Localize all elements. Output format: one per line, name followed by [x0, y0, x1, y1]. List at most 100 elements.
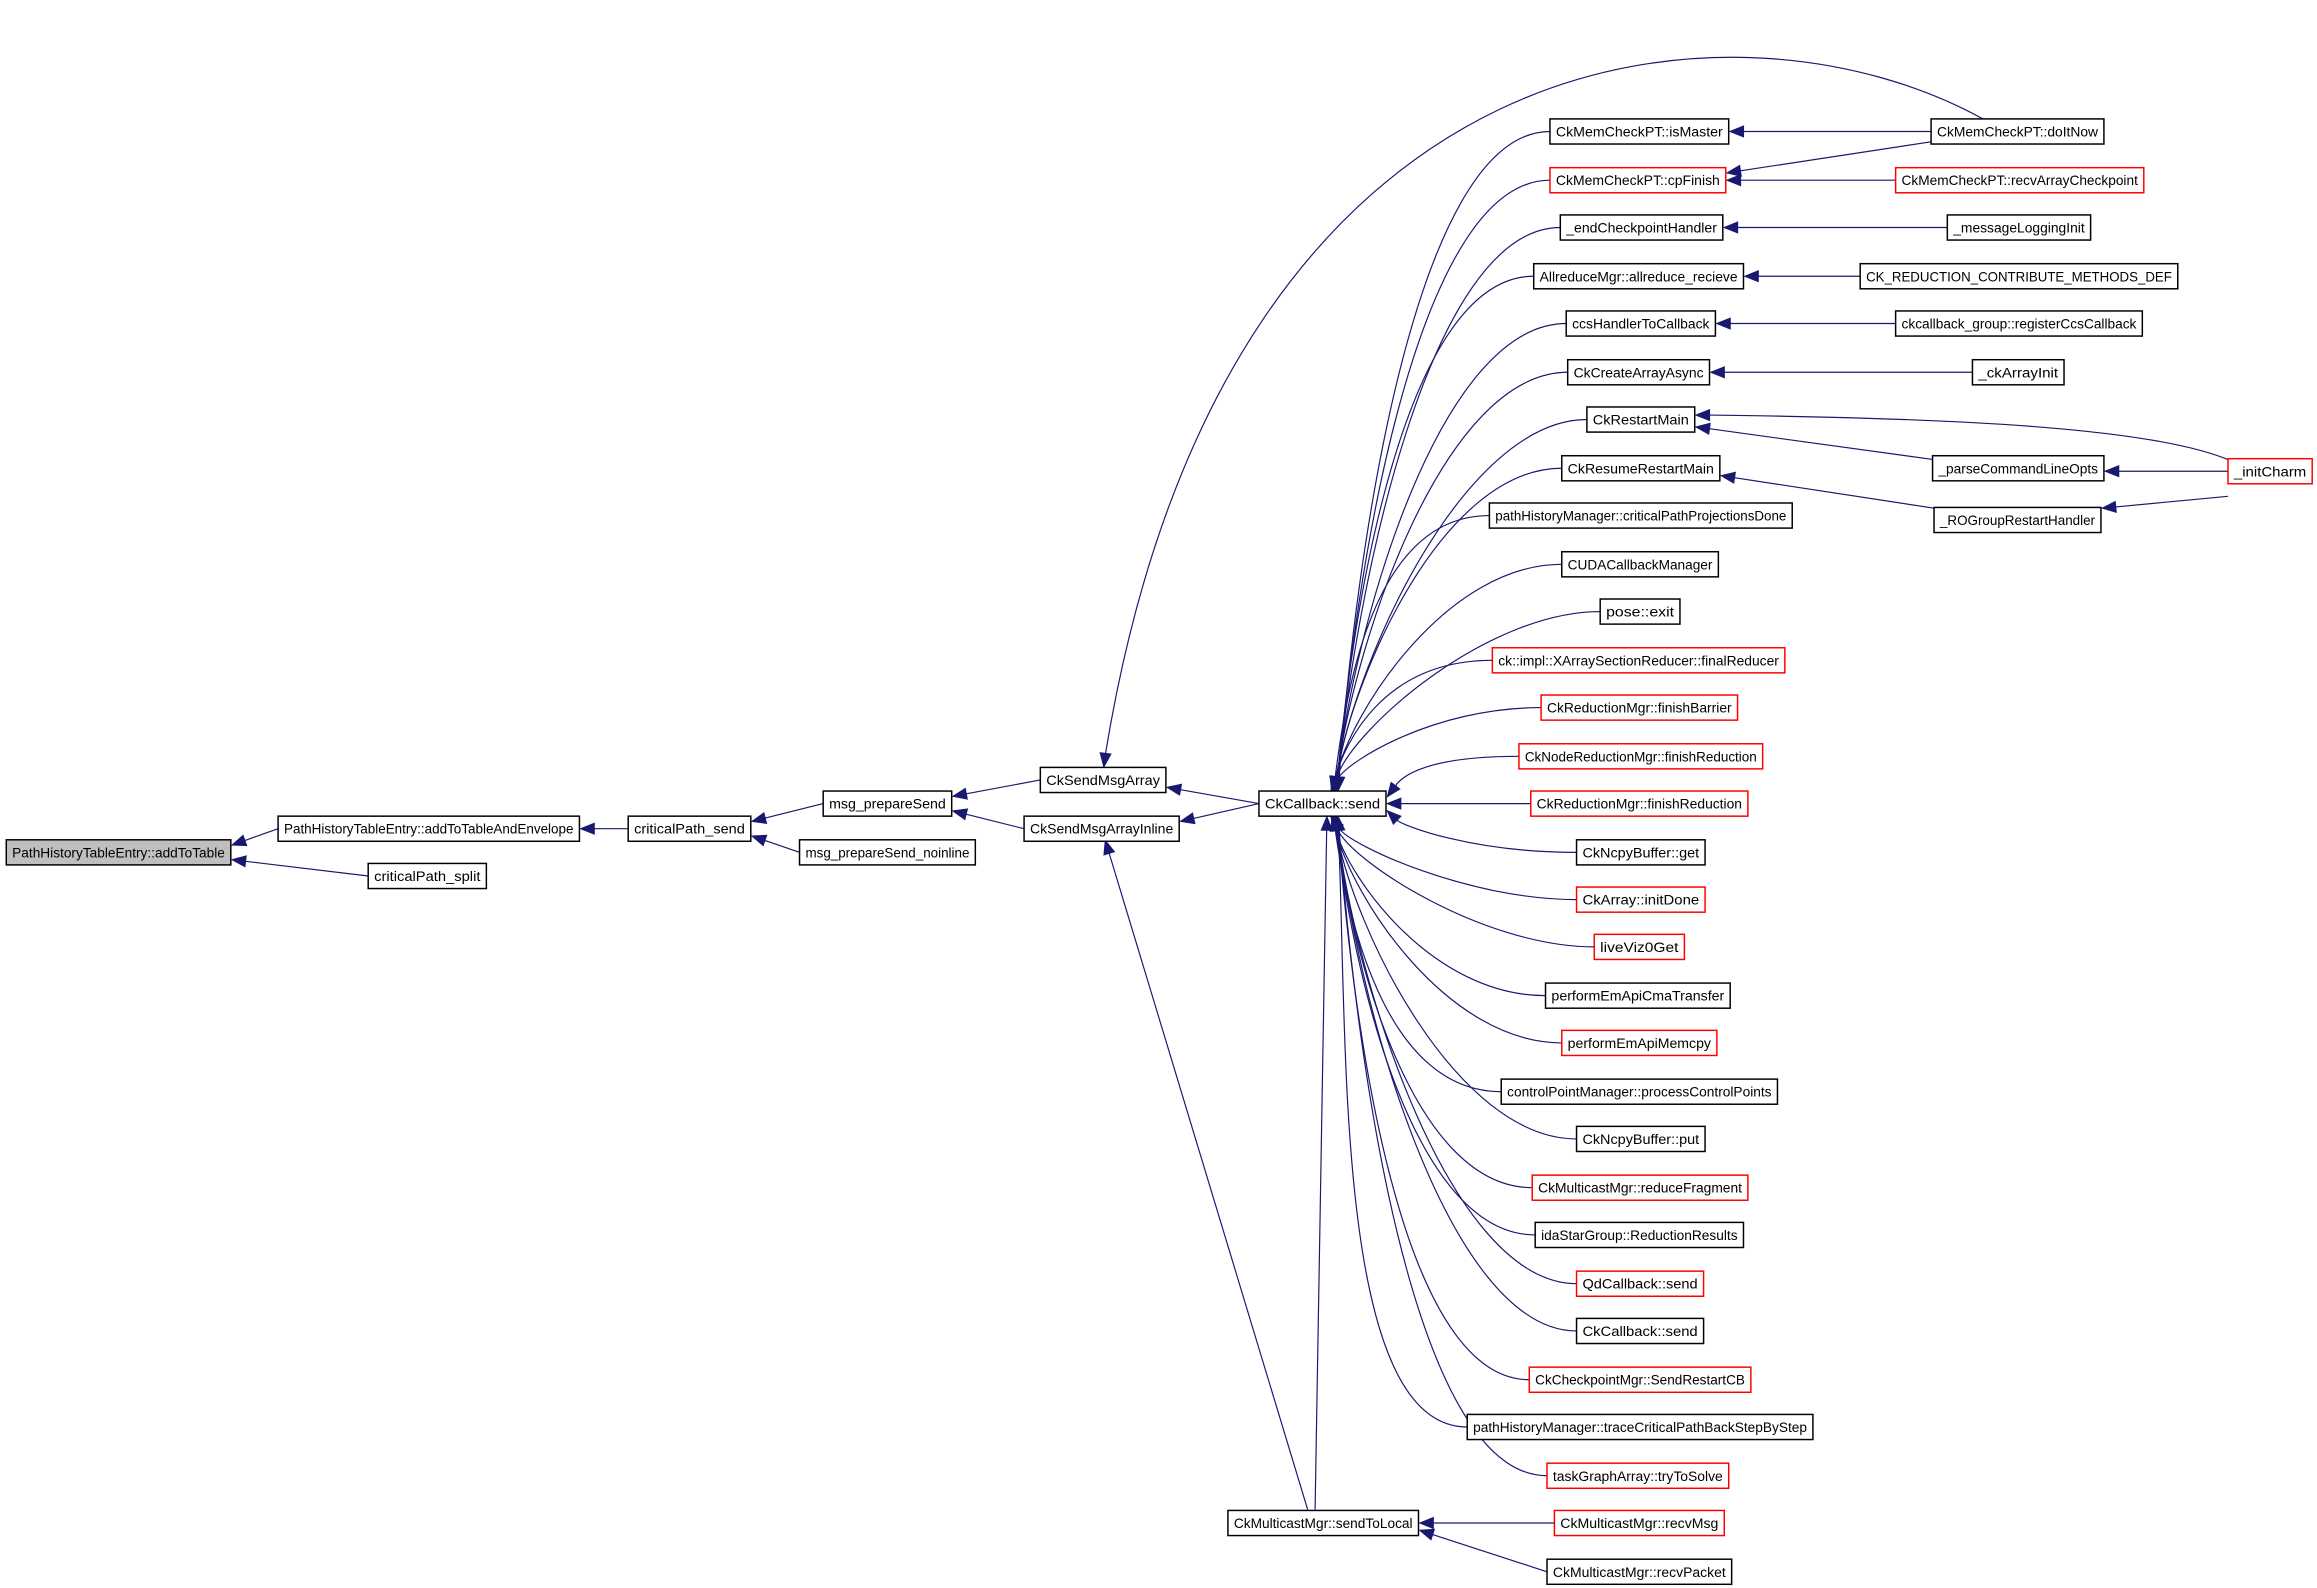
node-add-to-table[interactable]: PathHistoryTableEntry::addToTable — [5, 839, 232, 866]
node-finish-reduction[interactable]: CkReductionMgr::finishReduction — [1530, 790, 1749, 817]
node-critical-path-split[interactable]: criticalPath_split — [367, 862, 488, 890]
edge-do-it-now-to-is-master-arrowhead — [1728, 125, 1745, 138]
edge-msg-prepare-send-noinline-to-critical-path-send-arrowhead — [750, 834, 768, 847]
node-allreduce-recieve[interactable]: AllreduceMgr::allreduce_recieve — [1532, 262, 1745, 290]
node-msg-prepare-send[interactable]: msg_prepareSend — [822, 790, 953, 817]
edge-ccs-handler-to-callback-to-ck-callback-send — [1336, 322, 1567, 778]
edge-init-charm-to-parse-command-line-opts-arrowhead — [2103, 465, 2120, 478]
node-send-to-local[interactable]: CkMulticastMgr::sendToLocal — [1227, 1509, 1420, 1537]
node-label: CkNodeReductionMgr::finishReduction — [1525, 749, 1757, 765]
node-ccs-handler-to-callback[interactable]: ccsHandlerToCallback — [1565, 310, 1717, 337]
node-init-charm[interactable]: _initCharm — [2227, 457, 2313, 485]
node-ck-send-msg-array[interactable]: CkSendMsgArray — [1039, 766, 1167, 794]
node-ck-reduction[interactable]: CK_REDUCTION_CONTRIBUTE_METHODS_DEF — [1859, 262, 2179, 290]
node-cma-transfer[interactable]: performEmApiCmaTransfer — [1544, 982, 1731, 1009]
node-em-memcpy[interactable]: performEmApiMemcpy — [1561, 1029, 1718, 1057]
edge-cp-finish-to-ck-callback-send — [1338, 179, 1550, 778]
edge-ck-callback-send-to-ck-send-msg-array-inline — [1193, 803, 1260, 819]
node-box — [1931, 454, 2105, 482]
node-box — [1491, 647, 1786, 674]
edge-allreduce-recieve-to-ck-callback-send — [1337, 275, 1534, 778]
edge-recv-packet-to-send-to-local — [1432, 1533, 1548, 1573]
node-do-it-now[interactable]: CkMemCheckPT::doItNow — [1930, 118, 2105, 145]
node-box — [1549, 118, 1730, 145]
node-label: CkMemCheckPT::recvArrayCheckpoint — [1902, 173, 2138, 189]
node-msg-prepare-send-noinline[interactable]: msg_prepareSend_noinline — [798, 839, 977, 866]
node-label: ckcallback_group::registerCcsCallback — [1902, 317, 2138, 333]
node-cudacallback-manager[interactable]: CUDACallbackManager — [1561, 550, 1720, 578]
node-finish-barrier[interactable]: CkReductionMgr::finishBarrier — [1540, 694, 1739, 721]
node-ck-send-msg-array-inline[interactable]: CkSendMsgArrayInline — [1023, 815, 1180, 843]
node-label: CkReductionMgr::finishReduction — [1537, 797, 1742, 813]
node-end-checkpoint-handler[interactable]: _endCheckpointHandler — [1559, 214, 1724, 241]
node-ck-callback-send2[interactable]: CkCallback::send — [1575, 1317, 1705, 1345]
node-recv-array-checkpoint[interactable]: CkMemCheckPT::recvArrayCheckpoint — [1894, 166, 2145, 194]
edge-ck-send-msg-array-to-msg-prepare-send-arrowhead — [951, 787, 968, 800]
node-recv-packet[interactable]: CkMulticastMgr::recvPacket — [1546, 1558, 1733, 1586]
node-init-done[interactable]: CkArray::initDone — [1575, 886, 1706, 913]
node-critical-path-send[interactable]: criticalPath_send — [627, 815, 752, 843]
node-ck-create-array-async[interactable]: CkCreateArrayAsync — [1566, 358, 1711, 386]
node-box — [1565, 310, 1717, 337]
node-box — [1930, 118, 2105, 145]
node-box — [1859, 262, 2179, 290]
node-label: CkMemCheckPT::doItNow — [1937, 124, 2099, 140]
node-final-reducer[interactable]: ck::impl::XArraySectionReducer::finalRed… — [1491, 647, 1786, 674]
edge-msg-prepare-send-to-critical-path-send-arrowhead — [750, 811, 768, 824]
node-ck-restart-main[interactable]: CkRestartMain — [1586, 406, 1696, 433]
node-box — [1532, 262, 1745, 290]
edge-message-logging-init-to-end-checkpoint-handler-arrowhead — [1722, 221, 1739, 234]
node-cp-finish[interactable]: CkMemCheckPT::cpFinish — [1549, 166, 1727, 194]
node-ck-callback-send[interactable]: CkCallback::send — [1258, 790, 1387, 817]
node-label: CK_REDUCTION_CONTRIBUTE_METHODS_DEF — [1866, 269, 2172, 285]
node-label: idaStarGroup::ReductionResults — [1541, 1228, 1737, 1244]
edge-reduce-fragment-to-ck-callback-send — [1335, 830, 1533, 1189]
node-box — [1561, 550, 1720, 578]
node-reduction-results[interactable]: idaStarGroup::ReductionResults — [1534, 1221, 1745, 1249]
edge-init-charm-to-ck-restart-main — [1709, 414, 2232, 462]
node-process-control-points[interactable]: controlPointManager::processControlPoint… — [1500, 1078, 1779, 1105]
edge-rogroup-restart-handler-to-ck-resume-restart-main — [1734, 477, 1935, 509]
node-qd-callback-send[interactable]: QdCallback::send — [1575, 1270, 1705, 1297]
edge-do-it-now-to-cp-finish — [1740, 141, 1932, 172]
node-ncpy-get[interactable]: CkNcpyBuffer::get — [1575, 839, 1706, 866]
node-label: QdCallback::send — [1582, 1277, 1697, 1293]
edge-add-to-table-and-envelope-to-add-to-table — [244, 828, 279, 842]
node-box — [1575, 1317, 1705, 1345]
edge-reduction-results-to-ck-callback-send — [1336, 830, 1536, 1236]
node-box — [1546, 1462, 1730, 1490]
node-parse-command-line-opts[interactable]: _parseCommandLineOpts — [1931, 454, 2105, 482]
node-trace-back[interactable]: pathHistoryManager::traceCriticalPathBac… — [1466, 1413, 1814, 1441]
edge-ck-callback-send-to-ck-send-msg-array-arrowhead — [1165, 783, 1183, 796]
node-label: CkResumeRestartMain — [1568, 461, 1714, 477]
node-critical-path-projections-done[interactable]: pathHistoryManager::criticalPathProjecti… — [1488, 502, 1793, 529]
node-node-finish-reduction[interactable]: CkNodeReductionMgr::finishReduction — [1518, 743, 1764, 770]
node-rogroup-restart-handler[interactable]: _ROGroupRestartHandler — [1933, 506, 2102, 534]
edge-ck-resume-restart-main-to-ck-callback-send — [1335, 467, 1562, 778]
node-message-logging-init[interactable]: _messageLoggingInit — [1946, 214, 2092, 241]
node-box — [1227, 1509, 1420, 1537]
node-try-to-solve[interactable]: taskGraphArray::tryToSolve — [1546, 1462, 1730, 1490]
node-add-to-table-and-envelope[interactable]: PathHistoryTableEntry::addToTableAndEnve… — [277, 815, 581, 843]
edge-do-it-now-to-ck-send-msg-array-arrowhead — [1099, 752, 1112, 769]
node-box — [1534, 1221, 1745, 1249]
node-recv-msg[interactable]: CkMulticastMgr::recvMsg — [1553, 1509, 1726, 1537]
edge-msg-prepare-send-noinline-to-critical-path-send — [764, 839, 800, 853]
node-box — [1575, 839, 1706, 866]
node-box — [1946, 214, 2092, 241]
node-live-viz0-get[interactable]: liveViz0Get — [1593, 933, 1686, 961]
node-ncpy-put[interactable]: CkNcpyBuffer::put — [1575, 1125, 1706, 1153]
node-reduce-fragment[interactable]: CkMulticastMgr::reduceFragment — [1531, 1174, 1749, 1201]
node-ck-array-init[interactable]: _ckArrayInit — [1971, 358, 2065, 386]
node-is-master[interactable]: CkMemCheckPT::isMaster — [1549, 118, 1730, 145]
node-ck-resume-restart-main[interactable]: CkResumeRestartMain — [1561, 454, 1721, 482]
node-register-ccs-callback[interactable]: ckcallback_group::registerCcsCallback — [1894, 310, 2144, 337]
node-label: liveViz0Get — [1600, 940, 1678, 956]
node-send-restart-cb[interactable]: CkCheckpointMgr::SendRestartCB — [1528, 1366, 1752, 1394]
node-label: performEmApiCmaTransfer — [1551, 989, 1724, 1005]
node-box — [277, 815, 581, 843]
edge-critical-path-send-to-add-to-table-and-envelope-arrowhead — [579, 822, 595, 835]
node-box — [1933, 506, 2102, 534]
node-pose-exit[interactable]: pose::exit — [1599, 598, 1681, 625]
